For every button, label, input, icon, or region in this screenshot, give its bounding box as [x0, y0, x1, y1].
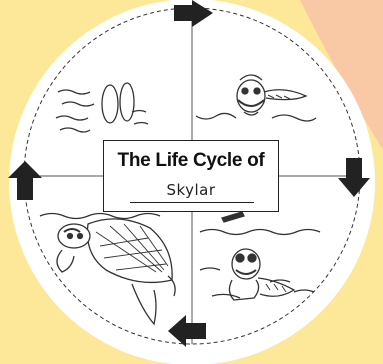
worksheet-title: The Life Cycle of [104, 150, 278, 172]
name-underline [130, 202, 254, 203]
student-name: Skylar [104, 181, 278, 199]
title-box: The Life Cycle of Skylar [103, 140, 279, 212]
